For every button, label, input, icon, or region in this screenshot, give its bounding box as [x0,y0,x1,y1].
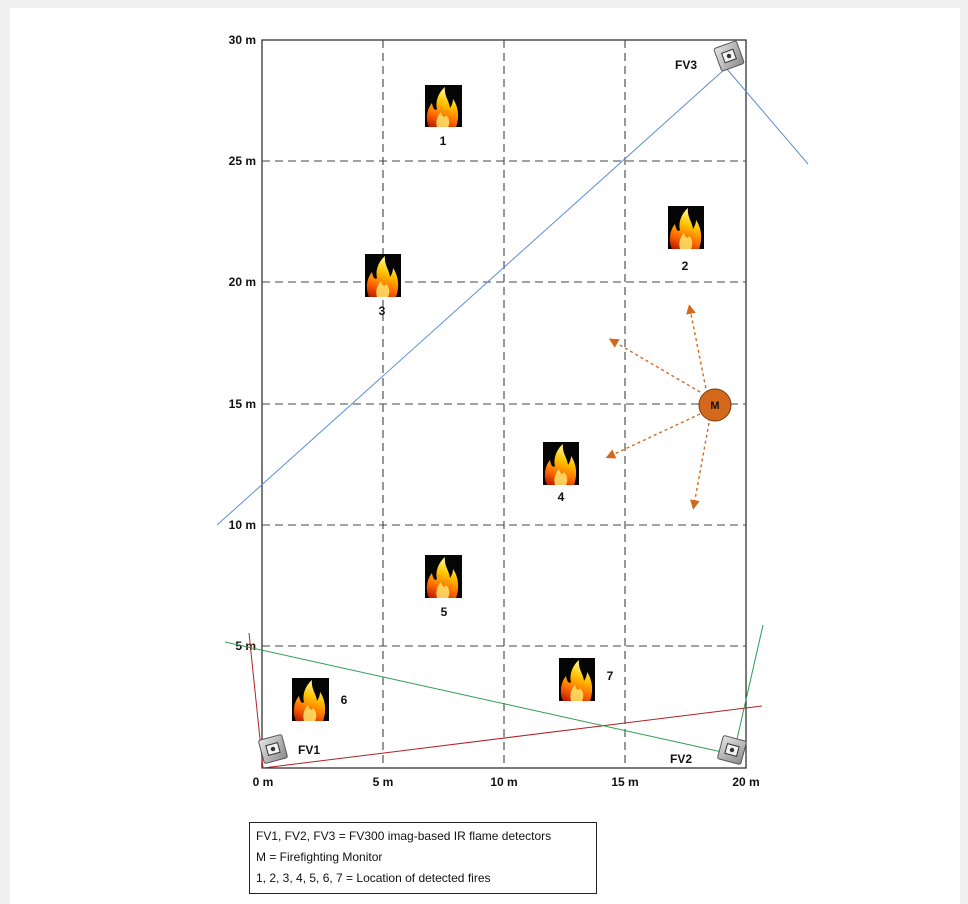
y-tick-label: 15 m [229,397,256,411]
monitor-spray-arrows [605,304,710,510]
x-tick-label: 10 m [490,775,517,789]
fv2-fov-line [734,624,764,749]
detector-label: FV2 [670,752,692,766]
fire-number: 6 [341,693,348,707]
legend-line-detectors: FV1, FV2, FV3 = FV300 imag-based IR flam… [256,829,552,843]
camera-lens-dot [729,747,735,753]
legend-box: FV1, FV2, FV3 = FV300 imag-based IR flam… [249,822,597,894]
detector-label: FV3 [675,58,697,72]
y-tick-label: 30 m [229,33,256,47]
fire-number: 5 [441,605,448,619]
site-layout-diagram: 30 m 25 m 20 m 15 m 10 m 5 m 0 m 5 m 10 … [216,33,809,789]
flame-icon [669,208,702,249]
flame-core [570,685,584,701]
fire-number: 4 [558,490,565,504]
detector-fv2 [717,735,747,765]
spray-arrow [690,422,710,510]
y-tick-label: 10 m [229,518,256,532]
grid [261,39,747,769]
fire-number: 1 [440,134,447,148]
firefighting-monitor: M [698,388,732,422]
monitor-label: M [710,400,719,412]
y-tick-label: 20 m [229,275,256,289]
y-tick-label: 5 m [235,639,256,653]
fire-6 [292,678,329,721]
flame-core [436,582,450,598]
fv1-fov-line [262,705,763,769]
fv2-fov-line [224,641,741,757]
y-tick-label: 25 m [229,154,256,168]
fire-number: 7 [607,669,614,683]
fire-2 [668,206,704,249]
fire-7 [559,658,595,701]
flame-core [376,281,390,297]
x-tick-label: 20 m [732,775,759,789]
x-axis: 0 m 5 m 10 m 15 m 20 m [253,775,760,789]
flame-core [679,233,693,249]
x-tick-label: 0 m [253,775,274,789]
flame-core [436,112,450,127]
spray-arrow [686,304,708,395]
y-axis: 30 m 25 m 20 m 15 m 10 m 5 m [229,33,256,653]
flame-icon [426,557,459,598]
flame-icon [544,444,577,485]
fire-5 [425,555,462,598]
spray-arrow [605,413,701,459]
flame-icon [293,680,326,721]
monitor-circle [698,388,732,422]
fire-4 [543,442,579,485]
flame-icon [366,256,399,297]
legend-line-monitor: M = Firefighting Monitor [256,850,383,864]
spray-arrow [608,338,701,393]
flame-icon [426,87,459,127]
fires: 1 2 3 4 [292,85,704,721]
legend-line-fires: 1, 2, 3, 4, 5, 6, 7 = Location of detect… [256,871,491,885]
fire-3 [365,254,401,297]
x-tick-label: 15 m [611,775,638,789]
fire-number: 3 [379,304,386,318]
x-tick-label: 5 m [373,775,394,789]
camera-lens-dot [270,746,276,752]
fv3-fov-line [216,67,727,526]
detector-fov-lines [216,67,809,769]
flame-core [303,705,317,721]
figure-sheet: 30 m 25 m 20 m 15 m 10 m 5 m 0 m 5 m 10 … [10,8,960,904]
detector-label: FV1 [298,743,320,757]
detector-fv3 [713,40,745,72]
fv3-fov-line [725,67,809,165]
detector-fv1 [258,734,288,764]
flame-core [554,469,568,485]
camera-lens-dot [726,53,732,59]
fire-number: 2 [682,259,689,273]
fire-1 [425,85,462,127]
flame-icon [560,660,593,701]
